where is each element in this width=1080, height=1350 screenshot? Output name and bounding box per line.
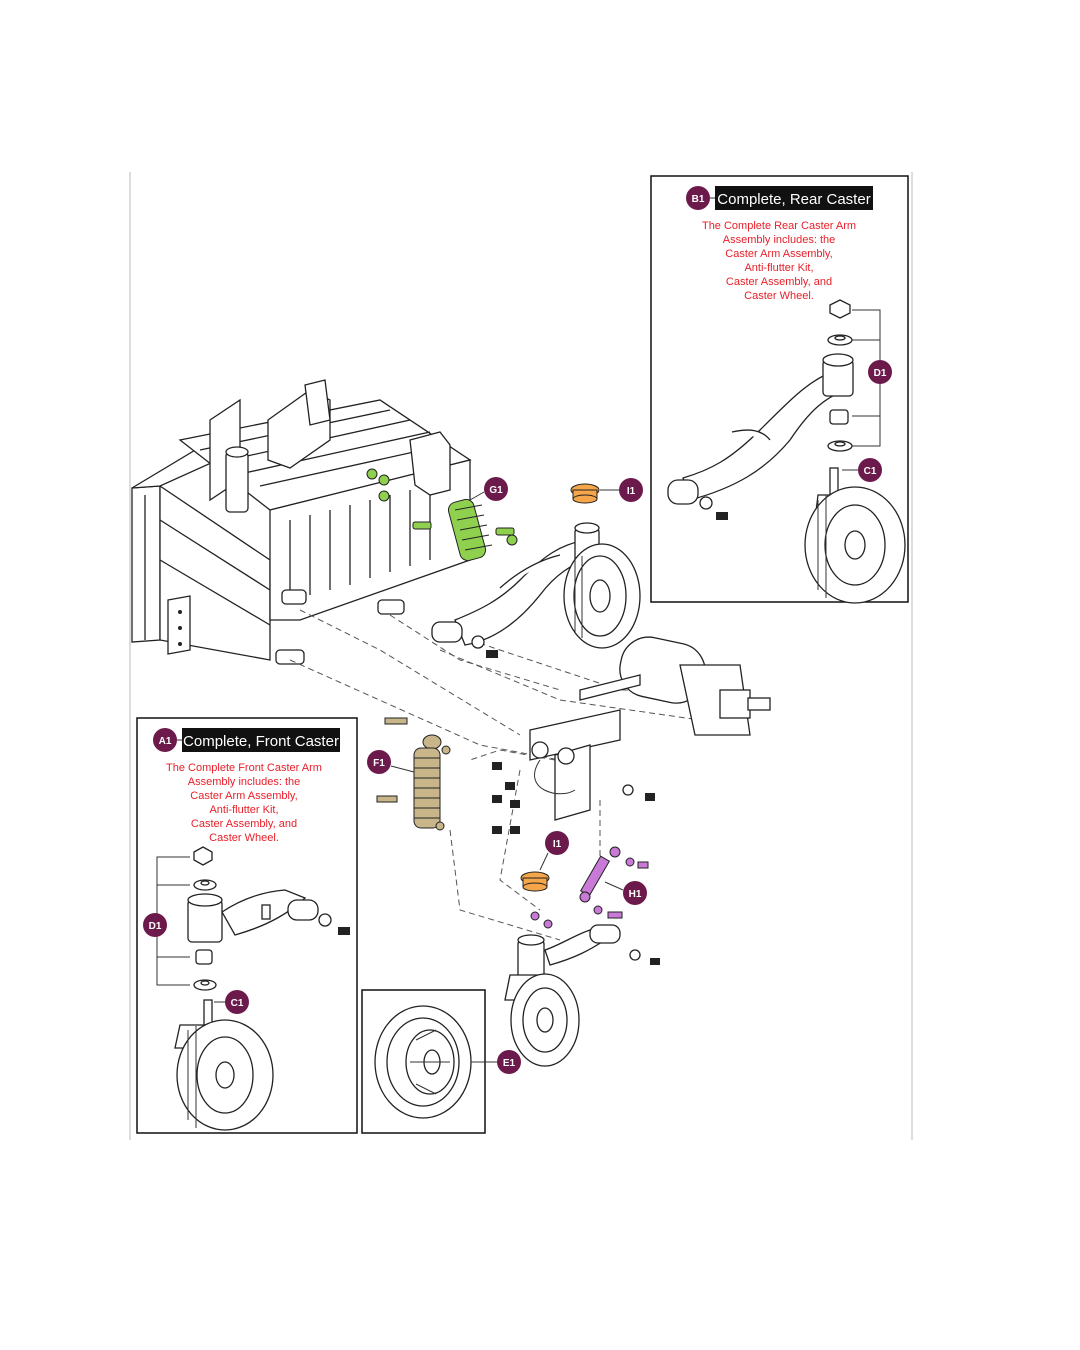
e1-badge-bg bbox=[497, 1050, 521, 1074]
rear-note-line-1: The Complete Rear Caster Arm bbox=[702, 220, 856, 232]
rear-caster-arm-installed bbox=[431, 522, 641, 658]
i1-mid-cap bbox=[520, 871, 550, 892]
d1-rear-badge-bg bbox=[868, 360, 892, 384]
front-d1-kit bbox=[156, 846, 217, 991]
g1-shock-absorber bbox=[366, 468, 518, 562]
motor-gearbox bbox=[529, 636, 771, 821]
c1-front-badge: C1 bbox=[231, 998, 244, 1009]
i1-top-cap bbox=[570, 483, 600, 504]
i1-top-badge-bg bbox=[619, 478, 643, 502]
h1-anti-flutter-link bbox=[530, 846, 649, 929]
front-caster-box bbox=[136, 717, 358, 1134]
i1-top-badge: I1 bbox=[627, 486, 636, 497]
f1-badge: F1 bbox=[373, 758, 385, 769]
front-arm-part bbox=[187, 889, 350, 943]
chassis-frame bbox=[131, 379, 472, 665]
f1-shock-absorber bbox=[376, 717, 451, 831]
rear-caster-wheel bbox=[804, 467, 906, 604]
rear-note-line-3: Caster Arm Assembly, bbox=[725, 248, 832, 260]
rear-note-line-6: Caster Wheel. bbox=[744, 290, 814, 302]
rear-box-title: Complete, Rear Caster bbox=[717, 191, 870, 208]
d1-rear-badge: D1 bbox=[874, 368, 887, 379]
g1-badge: G1 bbox=[489, 485, 503, 496]
b1-badge-bg bbox=[686, 186, 710, 210]
a1-badge: A1 bbox=[159, 736, 172, 747]
b1-badge: B1 bbox=[692, 194, 705, 205]
i1-mid-badge: I1 bbox=[553, 839, 562, 850]
h1-badge-bg bbox=[623, 881, 647, 905]
c1-rear-badge-bg bbox=[858, 458, 882, 482]
c1-front-badge-bg bbox=[225, 990, 249, 1014]
front-note-line-2: Assembly includes: the bbox=[188, 776, 301, 788]
front-caster-installed bbox=[504, 924, 660, 1067]
front-note-line-3: Caster Arm Assembly, bbox=[190, 790, 297, 802]
rear-note-line-4: Anti-flutter Kit, bbox=[744, 262, 813, 274]
front-note-line-6: Caster Wheel. bbox=[209, 832, 279, 844]
rear-title-bg bbox=[715, 186, 873, 210]
a1-badge-bg bbox=[153, 728, 177, 752]
rear-arm-part bbox=[667, 353, 854, 520]
front-note-line-4: Anti-flutter Kit, bbox=[209, 804, 278, 816]
i1-mid-badge-bg bbox=[545, 831, 569, 855]
front-title-bg bbox=[182, 728, 340, 752]
front-note-line-5: Caster Assembly, and bbox=[191, 818, 297, 830]
mounting-bolts bbox=[492, 762, 655, 834]
f1-badge-bg bbox=[367, 750, 391, 774]
rear-caster-box bbox=[650, 175, 909, 604]
c1-rear-badge: C1 bbox=[864, 466, 877, 477]
rear-note-line-2: Assembly includes: the bbox=[723, 234, 836, 246]
d1-front-badge-bg bbox=[143, 913, 167, 937]
front-caster-wheel bbox=[174, 999, 274, 1131]
wheel-box bbox=[361, 989, 521, 1134]
front-box-title: Complete, Front Caster bbox=[183, 733, 339, 750]
rear-d1-kit bbox=[827, 299, 881, 452]
e1-badge: E1 bbox=[503, 1058, 516, 1069]
rear-note-line-5: Caster Assembly, and bbox=[726, 276, 832, 288]
g1-badge-bg bbox=[484, 477, 508, 501]
h1-badge: H1 bbox=[629, 889, 642, 900]
front-note-line-1: The Complete Front Caster Arm bbox=[166, 762, 322, 774]
d1-front-badge: D1 bbox=[149, 921, 162, 932]
